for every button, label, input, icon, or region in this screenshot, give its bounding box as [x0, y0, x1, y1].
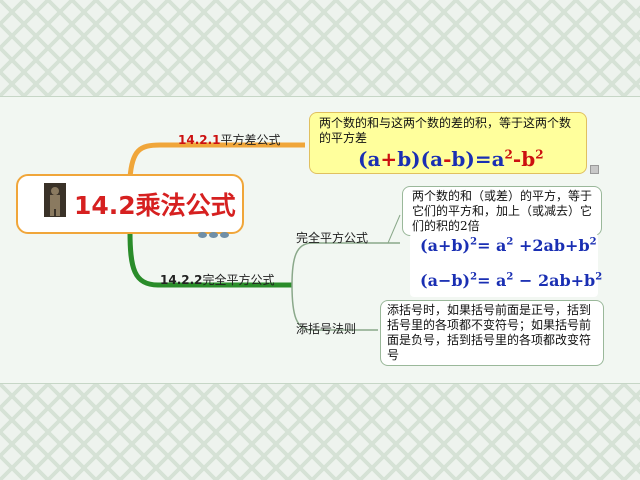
formula-part: = a [477, 271, 507, 290]
branch1-label[interactable]: 14.2.1平方差公式 [178, 131, 281, 148]
collapse-dots[interactable] [198, 223, 231, 242]
branch2-text: 完全平方公式 [202, 273, 275, 287]
branch2-label[interactable]: 14.2.2完全平方公式 [160, 271, 275, 288]
sub1-note-box[interactable]: 两个数的和（或差）的平方，等于它们的平方和，加上（或减去）它们的积的2倍 [402, 186, 602, 236]
formula-part: (a−b) [420, 271, 471, 290]
sub2-connector [291, 284, 378, 331]
formula-square-sum: (a+b)2= a2 +2ab+b2 [420, 236, 597, 255]
formula-part: (a [358, 147, 381, 171]
formula-part: +2ab+b [513, 236, 590, 255]
sub1-formula-box[interactable]: (a+b)2= a2 +2ab+b2 (a−b)2= a2 − 2ab+b2 [410, 233, 602, 297]
formula-square-diff: (a−b)2= a2 − 2ab+b2 [420, 271, 602, 290]
sub1-connector [291, 242, 400, 286]
formula-op: + [380, 147, 398, 171]
sub2-label[interactable]: 添括号法则 [296, 322, 357, 336]
formula-part: (a+b) [420, 236, 471, 255]
formula-part: b)=a [451, 147, 505, 171]
formula-part: -b [512, 147, 536, 171]
branch1-formula: (a+b)(a-b)=a2-b2 [358, 147, 544, 171]
formula-sup: 2 [470, 236, 478, 248]
formula-op: - [443, 147, 452, 171]
terracotta-warrior-icon [44, 183, 66, 217]
branch1-connector [127, 142, 305, 179]
branch2-number: 14.2.2 [160, 273, 203, 287]
formula-part: b)(a [397, 147, 444, 171]
branch1-box[interactable]: 两个数的和与这两个数的差的积，等于这两个数的平方差 (a+b)(a-b)=a2-… [309, 112, 587, 174]
branch2-connector [127, 231, 292, 288]
branch1-number: 14.2.1 [178, 133, 221, 147]
sub2-note-box[interactable]: 添括号时，如果括号前面是正号，括到括号里的各项都不变符号；如果括号前面是负号，括… [380, 300, 604, 366]
resize-handle[interactable] [590, 165, 599, 174]
sub2-note: 添括号时，如果括号前面是正号，括到括号里的各项都不变符号；如果括号前面是负号，括… [387, 303, 592, 362]
sub1-link [387, 214, 401, 244]
formula-part: = a [477, 236, 507, 255]
formula-sup: 2 [504, 147, 513, 162]
formula-sup: 2 [589, 236, 597, 248]
sub1-note: 两个数的和（或差）的平方，等于它们的平方和，加上（或减去）它们的积的2倍 [412, 189, 593, 233]
formula-sup: 2 [595, 271, 603, 283]
formula-sup: 2 [535, 147, 544, 162]
formula-sup: 2 [506, 271, 514, 283]
formula-sup: 2 [506, 236, 514, 248]
sub1-label[interactable]: 完全平方公式 [296, 231, 369, 245]
formula-part: − 2ab+b [513, 271, 596, 290]
branch1-note: 两个数的和与这两个数的差的积，等于这两个数的平方差 [319, 116, 572, 145]
central-title: 14.2乘法公式 [74, 191, 236, 220]
branch1-text: 平方差公式 [220, 133, 281, 147]
formula-sup: 2 [470, 271, 478, 283]
